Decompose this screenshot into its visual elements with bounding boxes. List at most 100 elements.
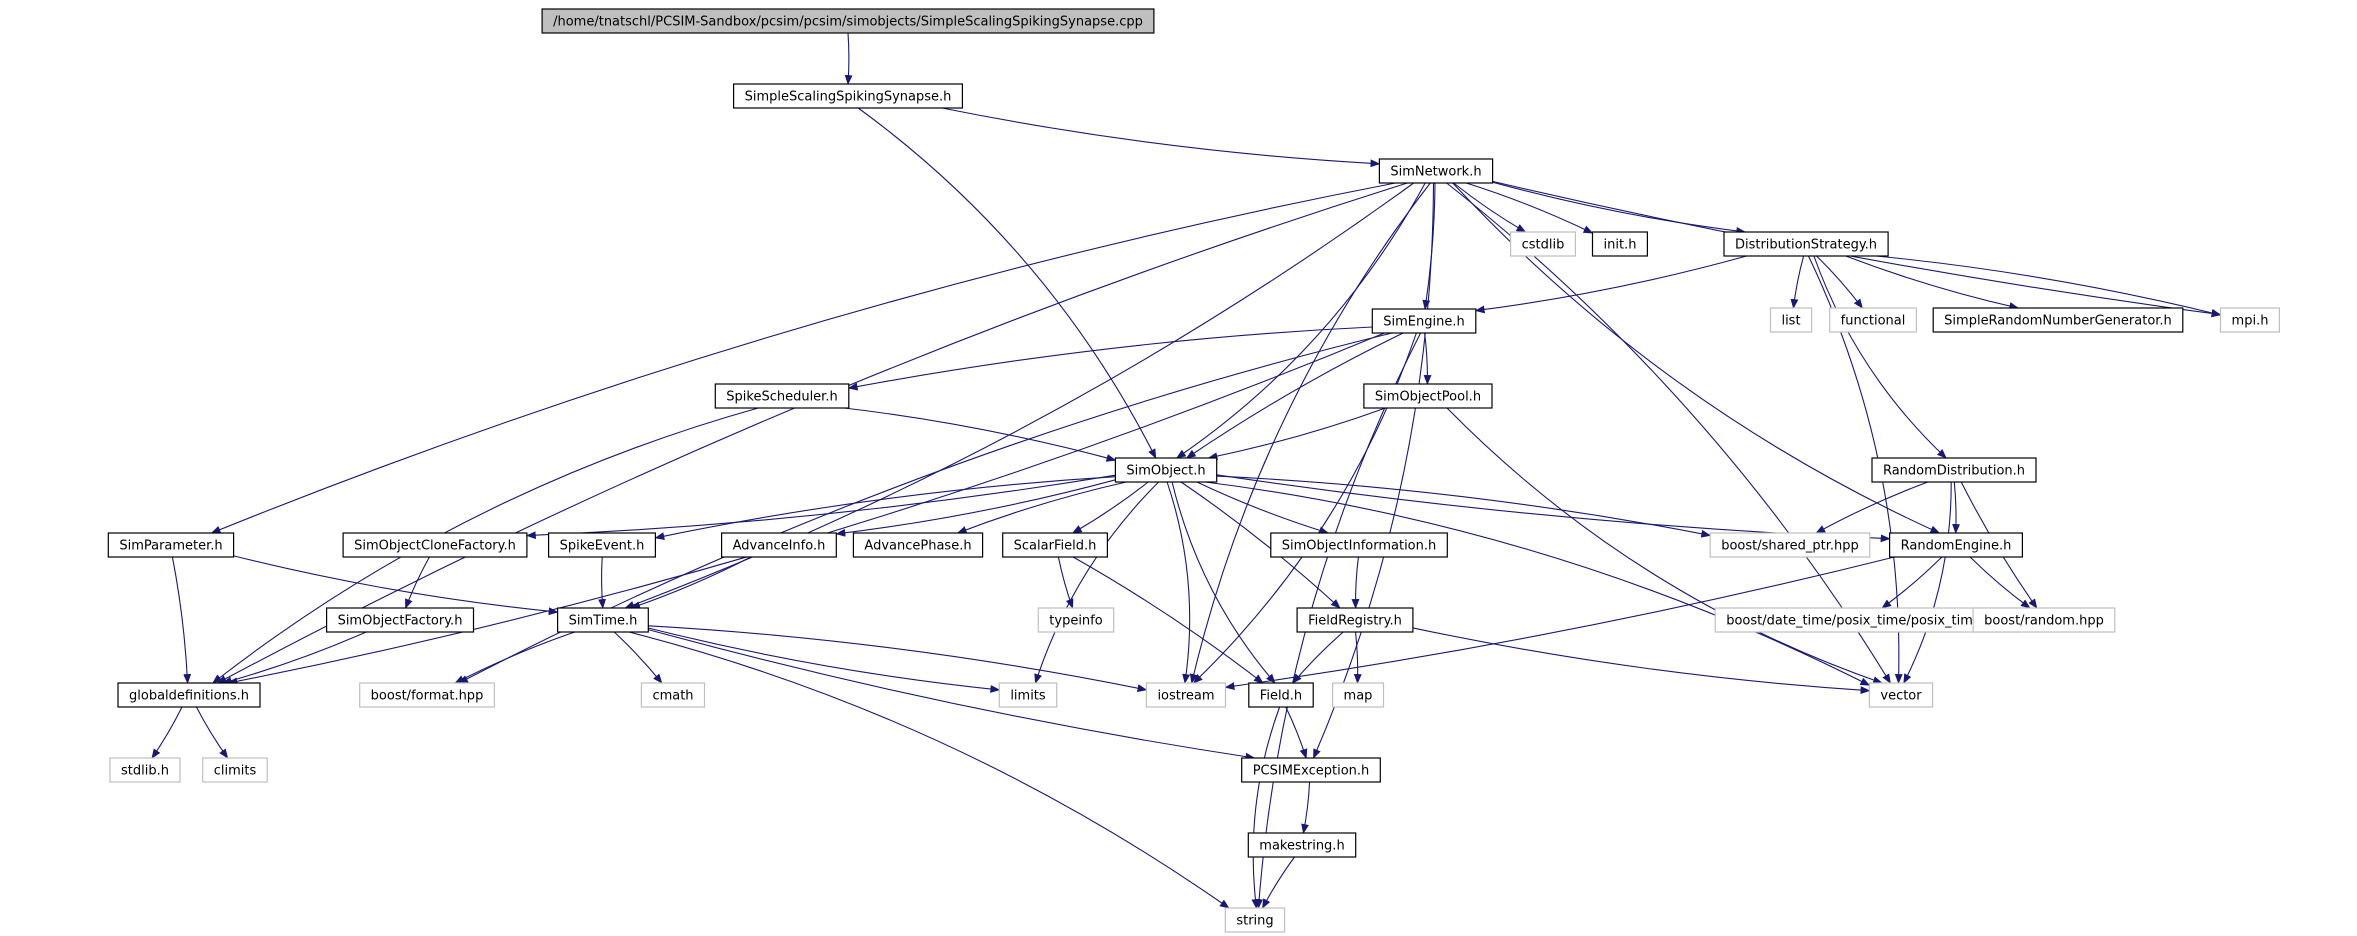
node-label: boost/shared_ptr.hpp (1721, 539, 1859, 554)
node-box (541, 8, 1155, 34)
node-limits: limits (998, 682, 1058, 708)
edge-sofact-to-globdef (221, 631, 367, 685)
node-globdef[interactable]: globaldefinitions.h (117, 682, 261, 708)
node-box (1709, 532, 1871, 558)
node-label: cstdlib (1522, 238, 1565, 253)
node-sssyn[interactable]: SimpleScalingSpikingSynapse.h (732, 83, 963, 109)
node-label: SpikeEvent.h (560, 539, 645, 554)
edge-randeng-to-brandom (1969, 556, 2031, 609)
node-box (342, 532, 528, 558)
edge-simnet-to-pcsimexc (1312, 182, 1435, 759)
edge-randeng-to-iostream (1224, 556, 1895, 690)
node-cstdlib: cstdlib (1509, 231, 1576, 257)
edge-fieldreg-to-map (1353, 631, 1362, 684)
edge-simparam-to-simtime (233, 555, 559, 616)
node-randeng[interactable]: RandomEngine.h (1888, 532, 2023, 558)
node-bformat: boost/format.hpp (359, 682, 496, 708)
node-box (1248, 682, 1314, 708)
node-box (1270, 532, 1448, 558)
edge-sssyn-to-simobject (857, 107, 1157, 459)
edge-diststrat-to-functional (1816, 255, 1863, 309)
node-box (1714, 607, 2022, 633)
edge-spikesched-to-globdef (212, 407, 759, 684)
node-box (1723, 231, 1889, 257)
edge-diststrat-to-simengine (1474, 255, 1747, 314)
edge-simtime-to-cmath (613, 631, 663, 684)
node-label: SimTime.h (569, 614, 638, 629)
node-root[interactable]: /home/tnatschl/PCSIM-Sandbox/pcsim/pcsim… (541, 8, 1155, 34)
node-label: SimpleScalingSpikingSynapse.h (745, 90, 952, 105)
node-simparam[interactable]: SimParameter.h (107, 532, 235, 558)
node-label: SimNetwork.h (1390, 165, 1481, 180)
edge-simobjpool-to-simobject (1207, 407, 1386, 461)
node-box (1371, 308, 1477, 334)
node-box (359, 682, 496, 708)
node-label: boost/date_time/posix_time/posix_time.hp… (1726, 614, 2010, 629)
node-label: boost/format.hpp (371, 689, 484, 704)
edge-simtime-to-string (628, 631, 1230, 909)
node-label: init.h (1604, 238, 1637, 253)
edge-diststrat-to-list (1790, 255, 1805, 309)
node-advphase[interactable]: AdvancePhase.h (852, 532, 984, 558)
edge-spikeevent-to-simtime (598, 556, 607, 609)
node-typeinfo: typeinfo (1037, 607, 1115, 633)
node-box (1224, 907, 1286, 933)
node-box (547, 532, 656, 558)
node-advinfo[interactable]: AdvanceInfo.h (720, 532, 837, 558)
node-label: globaldefinitions.h (129, 689, 249, 704)
node-spikeevent[interactable]: SpikeEvent.h (547, 532, 656, 558)
node-soinfo[interactable]: SimObjectInformation.h (1270, 532, 1448, 558)
node-box (117, 682, 261, 708)
node-srng[interactable]: SimpleRandomNumberGenerator.h (1932, 307, 2184, 333)
node-box (1002, 532, 1109, 558)
node-box (1296, 607, 1414, 633)
edge-simengine-to-simobject (1185, 332, 1404, 459)
node-sofact[interactable]: SimObjectFactory.h (326, 607, 475, 633)
node-label: DistributionStrategy.h (1735, 238, 1877, 253)
node-label: SimEngine.h (1383, 315, 1464, 330)
node-simtime[interactable]: SimTime.h (556, 607, 649, 633)
node-init[interactable]: init.h (1591, 231, 1649, 257)
node-list: list (1769, 307, 1813, 333)
node-label: boost/random.hpp (1984, 614, 2104, 629)
edge-simengine-to-simobjpool (1423, 332, 1432, 385)
node-simobject[interactable]: SimObject.h (1114, 457, 1218, 483)
node-fieldreg[interactable]: FieldRegistry.h (1296, 607, 1414, 633)
edge-simobject-to-fieldreg (1180, 481, 1341, 609)
edge-diststrat-to-srng (1845, 255, 2020, 310)
edge-randdist-to-randeng (1952, 481, 1961, 534)
edge-globdef-to-climits (195, 706, 229, 759)
node-randdist[interactable]: RandomDistribution.h (1871, 457, 2037, 483)
edge-simnet-to-mpi (1492, 180, 2222, 318)
edge-simobject-to-vector (1205, 481, 1871, 686)
node-box (1509, 231, 1576, 257)
edge-scalarfield-to-typeinfo (1057, 556, 1074, 609)
node-box (1037, 607, 1115, 633)
node-field[interactable]: Field.h (1248, 682, 1314, 708)
node-box (1769, 307, 1813, 333)
node-brandom: boost/random.hpp (1972, 607, 2116, 633)
node-box (714, 383, 850, 409)
node-socf[interactable]: SimObjectCloneFactory.h (342, 532, 528, 558)
node-simobjpool[interactable]: SimObjectPool.h (1363, 383, 1493, 409)
node-box (1241, 757, 1381, 783)
node-simnet[interactable]: SimNetwork.h (1378, 158, 1494, 184)
node-label: FieldRegistry.h (1308, 614, 1402, 629)
node-label: limits (1010, 689, 1046, 704)
node-pcsimexc[interactable]: PCSIMException.h (1241, 757, 1381, 783)
node-label: AdvancePhase.h (864, 539, 971, 554)
edge-makestring-to-string (1262, 856, 1295, 909)
node-label: SpikeScheduler.h (726, 390, 837, 405)
node-scalarfield[interactable]: ScalarField.h (1002, 532, 1109, 558)
node-box (556, 607, 649, 633)
node-climits: climits (202, 757, 268, 783)
node-box (852, 532, 984, 558)
node-makestring[interactable]: makestring.h (1247, 832, 1357, 858)
node-simengine[interactable]: SimEngine.h (1371, 308, 1477, 334)
edge-diststrat-to-randdist (1813, 255, 1947, 459)
node-label: cmath (652, 689, 693, 704)
node-spikesched[interactable]: SpikeScheduler.h (714, 383, 850, 409)
edge-randdist-to-vector (1903, 481, 1952, 684)
node-box (732, 83, 963, 109)
node-diststrat[interactable]: DistributionStrategy.h (1723, 231, 1889, 257)
